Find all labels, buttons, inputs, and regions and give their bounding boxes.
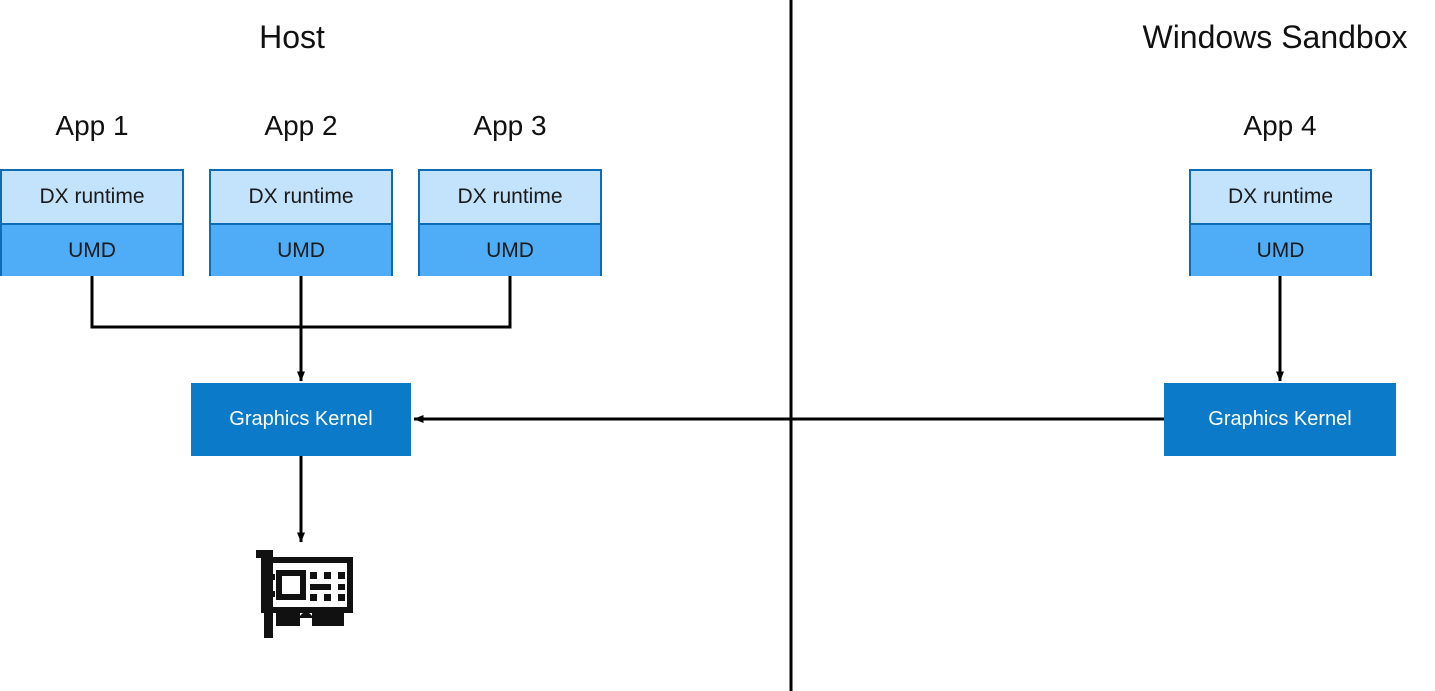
app2-dx-runtime-layer[interactable]: DX runtime xyxy=(211,171,391,225)
app3-umd-layer[interactable]: UMD xyxy=(420,225,600,276)
app-caption-app4: App 4 xyxy=(1243,110,1317,141)
connector-app1-to-kernel xyxy=(90,274,301,329)
graphics-kernel-sandbox[interactable]: Graphics Kernel xyxy=(1164,383,1396,456)
app-caption-app2: App 2 xyxy=(264,110,338,141)
app-stack-app4[interactable]: DX runtime UMD xyxy=(1189,169,1372,276)
app-caption-app3: App 3 xyxy=(473,110,547,141)
graphics-card-icon xyxy=(252,546,360,638)
app-caption-app1: App 1 xyxy=(55,110,129,141)
app1-umd-layer[interactable]: UMD xyxy=(2,225,182,276)
app-stack-app1[interactable]: DX runtime UMD xyxy=(0,169,184,276)
graphics-kernel-host[interactable]: Graphics Kernel xyxy=(191,383,411,456)
app2-umd-layer[interactable]: UMD xyxy=(211,225,391,276)
section-title-sandbox: Windows Sandbox xyxy=(1142,19,1408,55)
section-title-host: Host xyxy=(259,19,325,55)
app4-umd-layer[interactable]: UMD xyxy=(1191,225,1370,276)
app4-dx-runtime-layer[interactable]: DX runtime xyxy=(1191,171,1370,225)
app1-dx-runtime-layer[interactable]: DX runtime xyxy=(2,171,182,225)
app-stack-app2[interactable]: DX runtime UMD xyxy=(209,169,393,276)
app-stack-app3[interactable]: DX runtime UMD xyxy=(418,169,602,276)
connector-app3-to-kernel xyxy=(301,274,512,329)
app3-dx-runtime-layer[interactable]: DX runtime xyxy=(420,171,600,225)
